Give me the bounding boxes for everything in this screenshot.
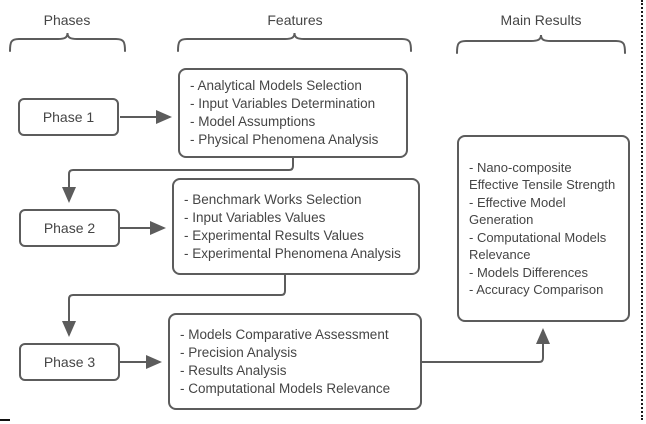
- connector-features3-to-main-results: [422, 328, 550, 363]
- feature-item: - Experimental Phenomena Analysis: [184, 245, 401, 261]
- feature-item: - Input Variables Determination: [190, 96, 376, 111]
- result-item: - Models Differences: [469, 264, 588, 280]
- feature-item: - Precision Analysis: [180, 344, 298, 360]
- column-header-phases: Phases: [43, 12, 91, 28]
- phases-brace: [9, 32, 126, 52]
- phase-1-label: Phase 1: [42, 109, 95, 125]
- phase-2-box: Phase 2: [19, 209, 120, 247]
- features-box-1: - Analytical Models Selection - Input Va…: [178, 68, 408, 158]
- phase-2-label: Phase 2: [43, 220, 96, 236]
- feature-item: - Computational Models Relevance: [180, 380, 391, 396]
- features-brace: [177, 32, 412, 52]
- column-header-features: Features: [267, 12, 323, 28]
- feature-item: - Input Variables Values: [184, 209, 326, 225]
- feature-item: - Results Analysis: [180, 362, 287, 378]
- result-item: - Nano-composite Effective Tensile Stren…: [469, 159, 616, 193]
- result-item: - Effective Model Generation: [469, 194, 566, 228]
- result-item: - Computational Models Relevance: [469, 229, 607, 263]
- page-boundary-dotted-line: [641, 0, 643, 420]
- column-header-main-results: Main Results: [500, 12, 582, 28]
- feature-item: - Models Comparative Assessment: [180, 326, 389, 342]
- main-results-box: - Nano-composite Effective Tensile Stren…: [457, 135, 630, 322]
- feature-item: - Model Assumptions: [190, 114, 316, 129]
- feature-item: - Physical Phenomena Analysis: [190, 132, 379, 147]
- feature-item: - Benchmark Works Selection: [184, 191, 362, 207]
- main-results-brace: [456, 34, 626, 54]
- page-corner-mark: [0, 419, 10, 421]
- feature-item: - Experimental Results Values: [184, 227, 364, 243]
- phase-1-box: Phase 1: [18, 98, 119, 136]
- phase-3-box: Phase 3: [19, 343, 120, 381]
- features-box-3: - Models Comparative Assessment - Precis…: [168, 313, 422, 410]
- feature-item: - Analytical Models Selection: [190, 78, 362, 93]
- features-box-2: - Benchmark Works Selection - Input Vari…: [172, 178, 420, 275]
- phase-3-label: Phase 3: [43, 354, 96, 370]
- result-item: - Accuracy Comparison: [469, 282, 604, 297]
